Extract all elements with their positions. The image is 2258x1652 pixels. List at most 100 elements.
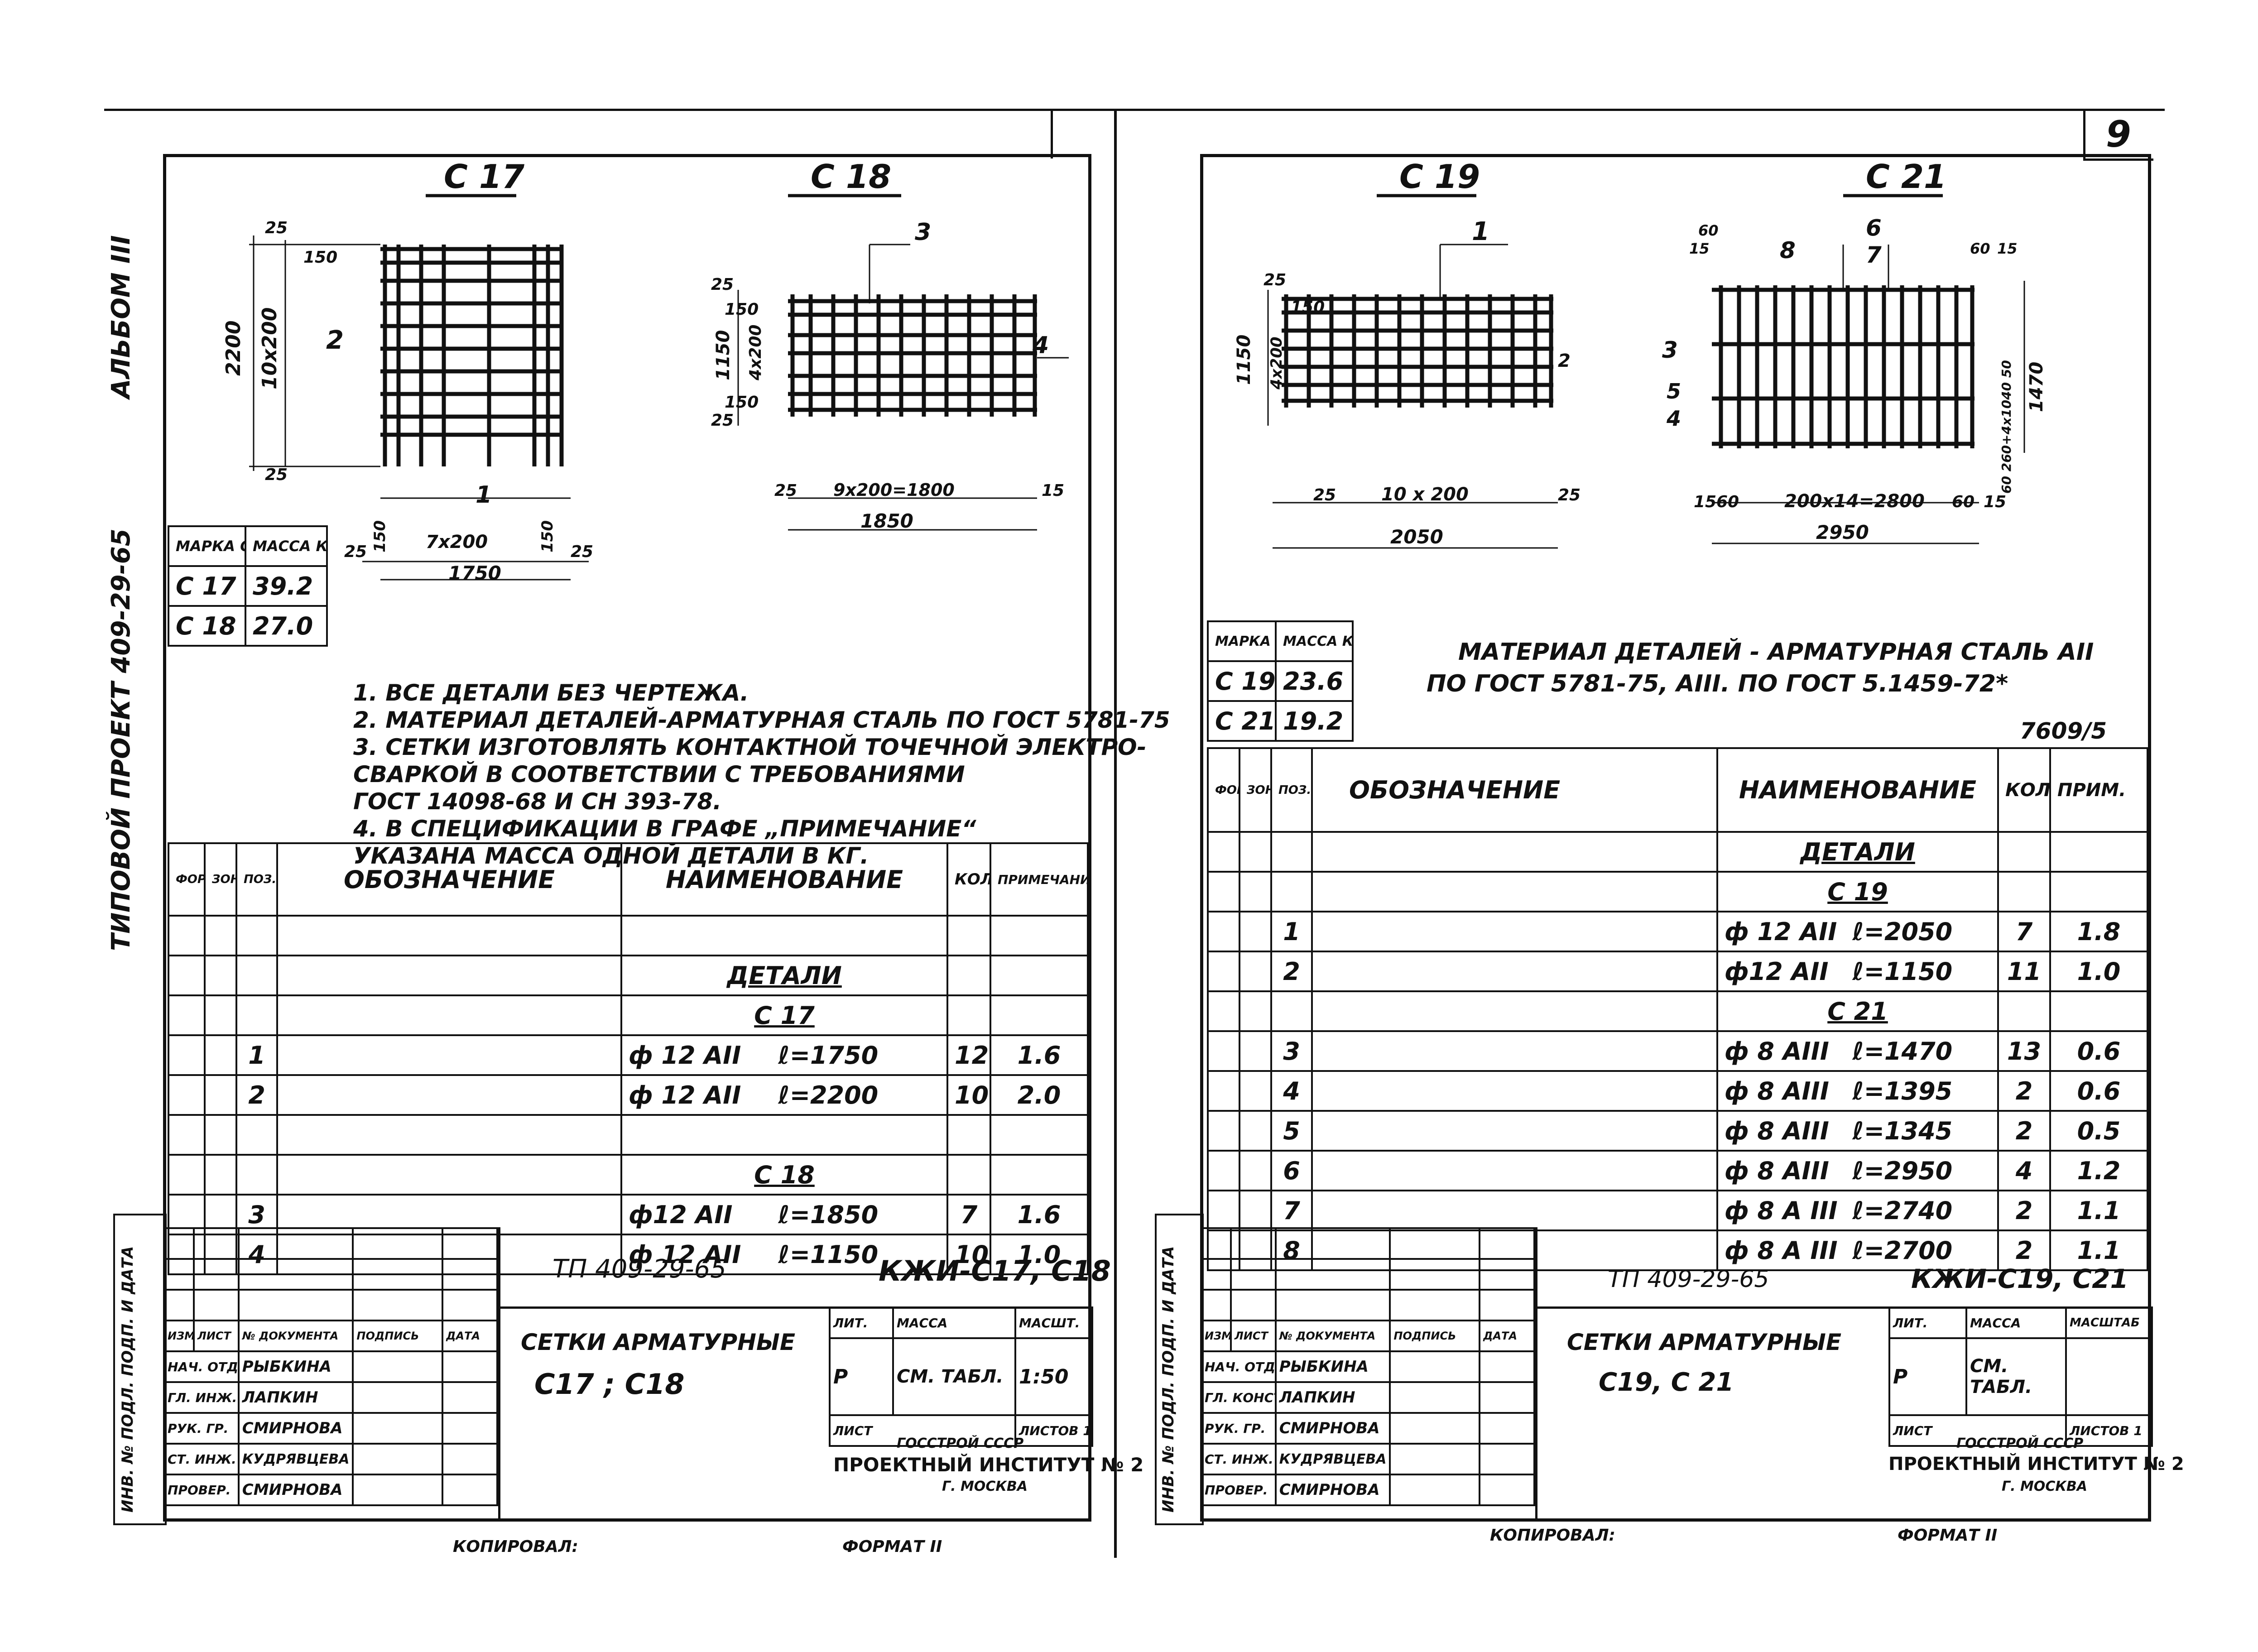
spec-cell-name — [620, 915, 948, 956]
tb-scale-label: МАСШТАБ — [2065, 1306, 2153, 1339]
spec-cell-note — [990, 1114, 1089, 1156]
spec-cell-designation — [1311, 911, 1718, 952]
spec-cell-zone — [1239, 951, 1272, 992]
tb-role: РУК. ГР. — [1200, 1412, 1277, 1445]
right-copied-label: КОПИРОВАЛ: — [1490, 1526, 1615, 1545]
spec-cell-qty: 7 — [1997, 911, 2051, 952]
spec-cell-qty: 10 — [946, 1234, 991, 1275]
spec-cell-format — [168, 915, 206, 956]
spec-cell-qty — [946, 994, 991, 1036]
tb-org2: ПРОЕКТНЫЙ ИНСТИТУТ № 2 — [833, 1454, 1144, 1476]
c18-dim-top: 25 — [711, 275, 734, 294]
drawing-c19-c21: С 19 1 2 25 1150 4х200 150 25 10 х 200 2… — [1234, 158, 2047, 549]
mass-header-mark: МАРКА СЕТКИ — [1207, 620, 1277, 662]
spec-cell-note: 1.1 — [2049, 1229, 2148, 1271]
right-sheet-frame — [1200, 154, 2151, 1522]
spec-cell-designation — [1311, 831, 1718, 873]
spec-cell-designation — [276, 955, 622, 996]
tb-person: СМИРНОВА — [1274, 1412, 1391, 1445]
right-mass-table: МАРКА СЕТКИ МАССА КГ С 19 23.6 С 21 19.2 — [1207, 620, 1354, 742]
spec-cell-note: 0.6 — [2049, 1030, 2148, 1072]
c19-dim-overall-w: 2050 — [1390, 526, 1443, 548]
spec-cell-pos: 4 — [1270, 1070, 1313, 1112]
spec-cell-format — [168, 1154, 206, 1196]
spec-cell-name: С 21 — [1716, 990, 1999, 1032]
tb-title-line2: С17 ; С18 — [534, 1368, 685, 1401]
c18-dim-pitch-v: 4х200 — [746, 325, 765, 381]
mass-row-mark: С 17 — [168, 565, 246, 607]
c17-pos-1: 1 — [476, 481, 492, 509]
c17-dim-end-left: 25 — [344, 543, 367, 561]
drawing-c17-c18: С 17 25 150 2200 10х200 2 25 1 25 150 7х… — [222, 158, 1069, 584]
spec-cell-designation — [276, 994, 622, 1036]
spec-col-qty: КОЛ. — [946, 842, 991, 917]
tb-divider-h — [498, 1306, 1091, 1309]
c18-dim-end-right: 15 — [1042, 481, 1064, 500]
spec-bar-grade: ф 8 АIII — [1725, 1076, 1829, 1105]
spec-row — [168, 915, 1089, 956]
tb-person: ЛАПКИН — [1274, 1381, 1391, 1414]
spec-row: С 21 — [1207, 990, 2148, 1032]
spec-cell-pos: 7 — [1270, 1190, 1313, 1231]
c21-dim-end-right: 15 — [1984, 493, 2006, 511]
mass-row-mark: С 19 — [1207, 660, 1277, 702]
page-number-box — [2083, 109, 2153, 161]
spec-cell-format — [168, 994, 206, 1036]
side-stamp-label: ИНВ. № ПОДЛ. ПОДП. И ДАТА — [1159, 1246, 1177, 1513]
spec-cell-qty — [946, 1114, 991, 1156]
spec-cell-zone — [1239, 1190, 1272, 1231]
side-stamp-label: ИНВ. № ПОДЛ. ПОДП. И ДАТА — [119, 1246, 137, 1513]
c21-pos-7: 7 — [1866, 242, 1882, 268]
project-label: ТИПОВОЙ ПРОЕКТ 409-29-65 — [106, 528, 136, 951]
right-material-note-2: ПО ГОСТ 5781-75, АIII. ПО ГОСТ 5.1459-72… — [1427, 670, 2008, 697]
spec-cell-qty: 12 — [946, 1034, 991, 1076]
spec-cell-qty — [1997, 871, 2051, 912]
right-spec-table: ФОРМАТ ЗОНА ПОЗ. ОБОЗНАЧЕНИЕ НАИМЕНОВАНИ… — [1207, 747, 2148, 1271]
tb-person: СМИРНОВА — [237, 1412, 354, 1445]
spec-cell-format — [1207, 1150, 1240, 1191]
tb-person: РЫБКИНА — [1274, 1350, 1391, 1383]
tb-person: КУДРЯВЦЕВА — [1274, 1443, 1391, 1475]
spec-cell-pos — [235, 994, 278, 1036]
spec-bar-length: ℓ=2740 — [1852, 1196, 1953, 1225]
spec-cell-pos: 2 — [235, 1074, 278, 1116]
spec-cell-designation — [276, 1154, 622, 1196]
spec-bar-length: ℓ=2050 — [1852, 917, 1953, 946]
tb-role: РУК. ГР. — [163, 1412, 240, 1445]
tb-org1: ГОССТРОЙ СССР — [1956, 1436, 2084, 1451]
c21-dim-overall-w: 2950 — [1816, 521, 1869, 543]
spec-cell-qty: 2 — [1997, 1070, 2051, 1112]
spec-cell-zone — [1239, 911, 1272, 952]
left-title-block: ИЗМ. ЛИСТ № ДОКУМЕНТА ПОДПИСЬ ДАТА НАЧ. … — [163, 1227, 1143, 1522]
tb-scale-label: МАСШТ. — [1014, 1306, 1093, 1339]
spec-cell-format — [1207, 1030, 1240, 1072]
spec-cell-note: 1.6 — [990, 1034, 1089, 1076]
spec-cell-pos: 1 — [235, 1034, 278, 1076]
spec-row: С 17 — [168, 994, 1089, 1036]
spec-cell-qty: 2 — [1997, 1229, 2051, 1271]
spec-cell-zone — [204, 915, 237, 956]
spec-cell-pos: 3 — [1270, 1030, 1313, 1072]
spec-bar-length: ℓ=1150 — [778, 1240, 879, 1269]
tb-mass: СМ. ТАБЛ. — [892, 1337, 1016, 1416]
spec-cell-zone — [1239, 1110, 1272, 1152]
spec-cell-note: 1.6 — [990, 1194, 1089, 1235]
spec-cell-name — [620, 1114, 948, 1156]
spec-cell-qty — [946, 955, 991, 996]
c19-title: С 19 — [1399, 158, 1480, 196]
tb-divider-h — [1535, 1306, 2151, 1309]
c21-dim-top-r: 60 — [1970, 240, 1990, 257]
spec-cell-designation — [276, 915, 622, 956]
tb-lit-label: ЛИТ. — [1888, 1306, 1967, 1339]
spec-cell-pos: 5 — [1270, 1110, 1313, 1152]
spec-cell-note: 0.6 — [2049, 1070, 2148, 1112]
spec-cell-name: С 18 — [620, 1154, 948, 1196]
spec-cell-zone — [204, 955, 237, 996]
spec-bar-length: ℓ=2700 — [1852, 1236, 1953, 1265]
c21-title: С 21 — [1866, 158, 1946, 196]
tb-sheets-label: ЛИСТОВ 1 — [1014, 1414, 1093, 1447]
